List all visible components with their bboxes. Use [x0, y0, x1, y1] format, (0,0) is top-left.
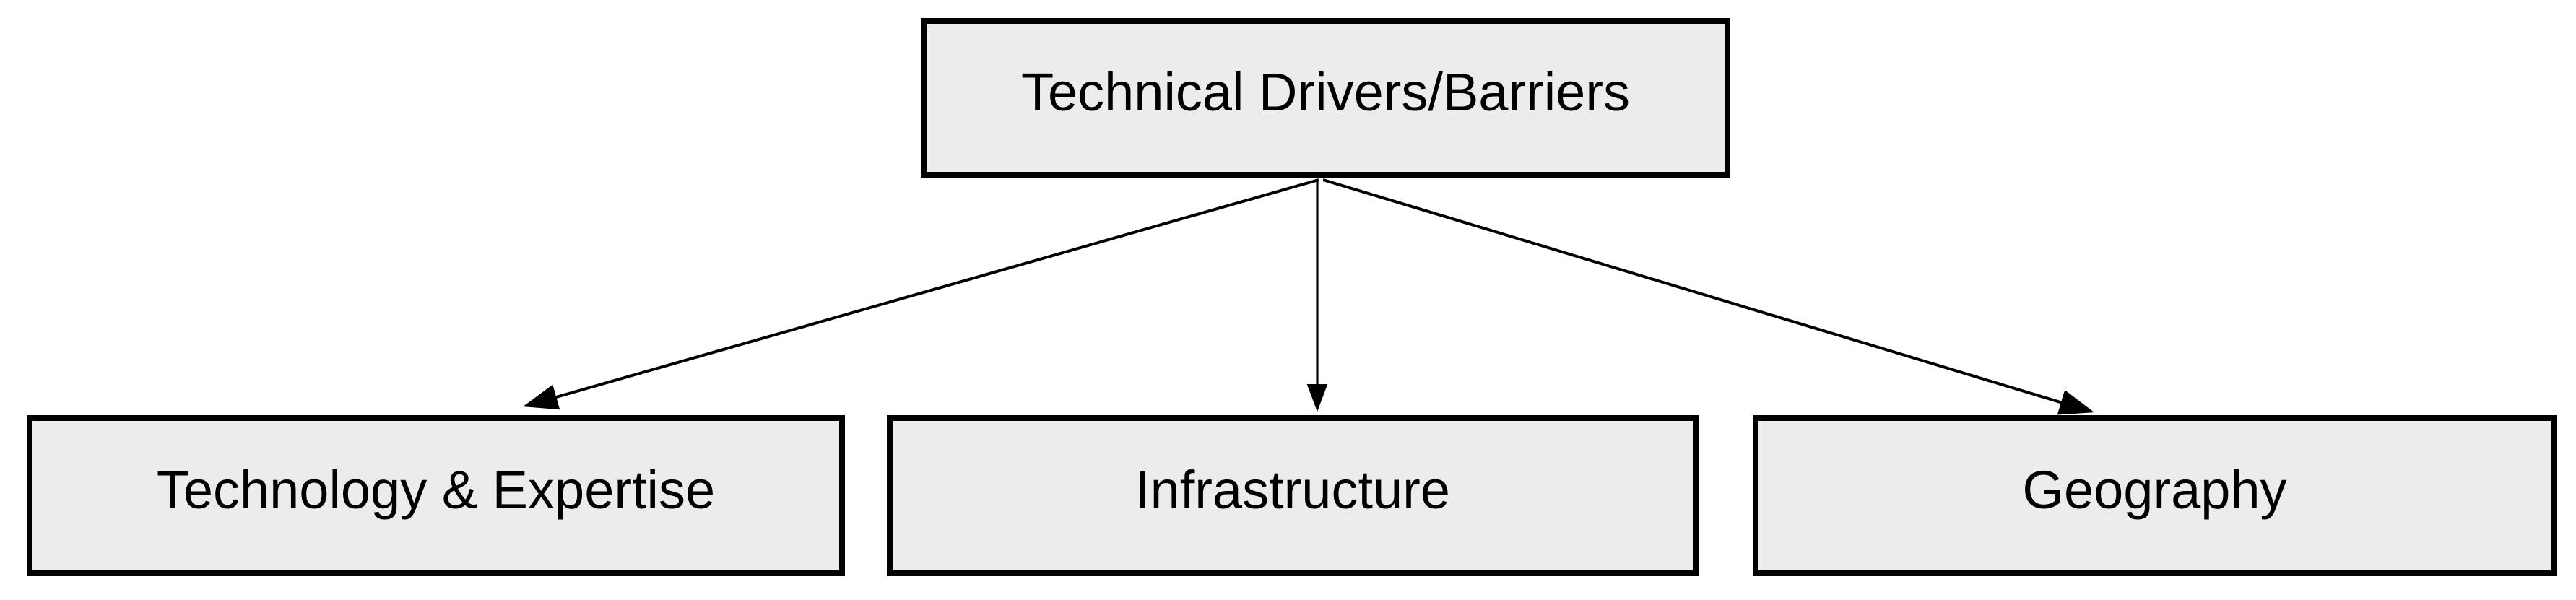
node-technical-drivers-barriers: Technical Drivers/Barriers — [921, 18, 1730, 178]
arrow-to-technology-expertise — [523, 178, 1319, 410]
node-technology-expertise: Technology & Expertise — [27, 415, 845, 576]
arrow-to-geography — [1322, 178, 2094, 415]
node-infrastructure: Infrastructure — [887, 415, 1699, 576]
node-geography: Geography — [1753, 415, 2557, 576]
